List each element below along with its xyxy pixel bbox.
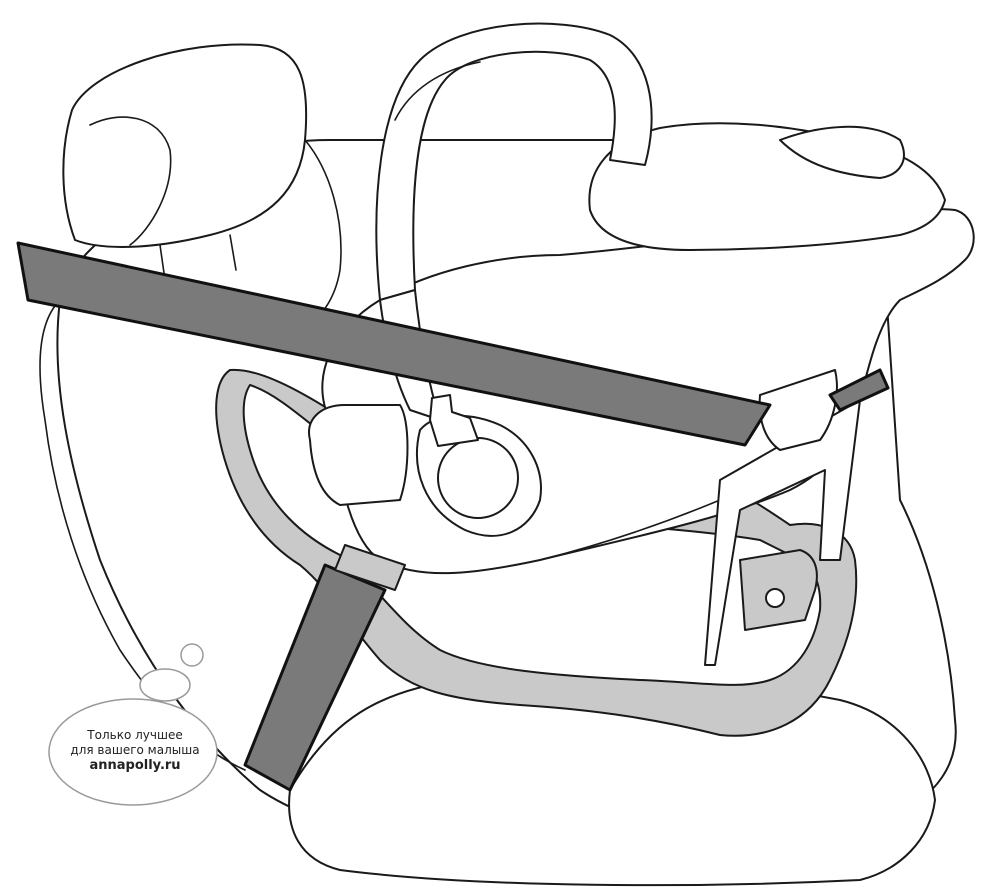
lap-belt-buckle <box>334 544 406 591</box>
headrest-fold <box>89 116 172 246</box>
watermark-text: Только лучшее для вашего малыша annapoll… <box>60 728 210 773</box>
pivot-hub-inner <box>437 437 519 519</box>
shoulder-belt <box>16 241 772 447</box>
watermark-line2: для вашего малыша <box>70 743 200 757</box>
handle-inner <box>394 61 481 121</box>
carry-handle <box>375 22 653 301</box>
watermark-site: annapolly.ru <box>89 758 181 773</box>
carrier-leg <box>704 399 861 666</box>
base-latch-button <box>765 588 785 608</box>
carrier-footwell <box>308 404 409 506</box>
shoulder-belt-end <box>828 368 890 412</box>
headrest <box>62 43 308 248</box>
watermark-line1: Только лучшее <box>87 728 183 742</box>
canopy-fold <box>779 125 905 179</box>
lap-belt <box>243 563 387 792</box>
watermark-bubble-small <box>180 643 204 667</box>
watermark-bubble-large <box>48 698 218 806</box>
watermark-bubble-medium <box>139 668 191 702</box>
belt-guide-clip <box>429 394 479 447</box>
